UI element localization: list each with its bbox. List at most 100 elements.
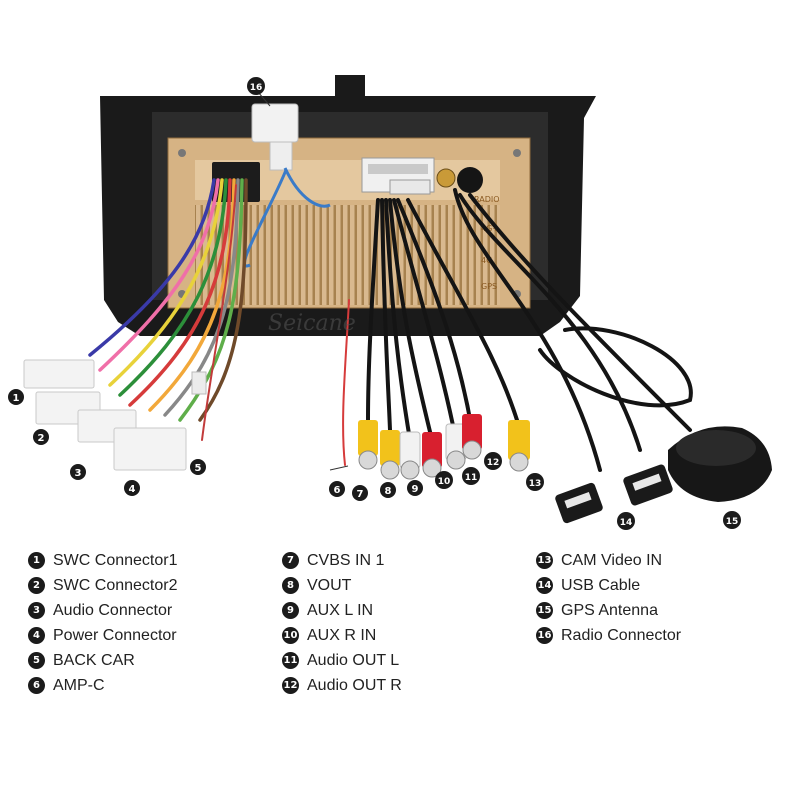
legend-label: AUX L IN xyxy=(307,601,374,619)
power-connector xyxy=(113,427,187,471)
callout-4: 4 xyxy=(124,480,140,496)
legend-item: 2 SWC Connector2 xyxy=(28,573,178,598)
legend-label: Audio Connector xyxy=(53,601,173,619)
main-wire-harness xyxy=(88,178,248,441)
legend-number: 15 xyxy=(536,602,553,619)
legend-column-2: 7 CVBS IN 1 8 VOUT 9 AUX L IN 10 AUX R IN 11… xyxy=(282,548,402,698)
svg-text:9: 9 xyxy=(412,484,419,495)
cvbs-in-1-plug xyxy=(358,420,378,470)
legend-item: 15 GPS Antenna xyxy=(536,598,681,623)
legend-label: Power Connector xyxy=(53,626,177,644)
legend-item: 3 Audio Connector xyxy=(28,598,178,623)
legend-label: SWC Connector2 xyxy=(53,576,178,594)
cam-video-in-plug xyxy=(508,420,530,472)
rca-plugs xyxy=(358,414,530,480)
svg-text:12: 12 xyxy=(487,458,500,468)
callout-8: 8 xyxy=(380,482,396,498)
legend-item: 13 CAM Video IN xyxy=(536,548,681,573)
screw-icon xyxy=(178,149,186,157)
callout-3: 3 xyxy=(70,464,86,480)
usb-cable-plugs xyxy=(555,464,673,524)
svg-text:4: 4 xyxy=(129,484,136,495)
callout-7: 7 xyxy=(352,485,368,501)
callout-16: 16 xyxy=(247,77,265,95)
connector-legend: 1 SWC Connector1 2 SWC Connector2 3 Audio C… xyxy=(0,540,800,710)
callout-10: 10 xyxy=(435,471,453,489)
screw-icon xyxy=(513,149,521,157)
legend-label: AUX R IN xyxy=(307,626,377,644)
legend-number: 6 xyxy=(28,677,45,694)
legend-item: 6 AMP-C xyxy=(28,673,178,698)
head-unit-wiring-photo: RADIO 4G+ 4G GPS xyxy=(8,75,772,530)
legend-number: 12 xyxy=(282,677,299,694)
4g-plus-port-label: 4G+ xyxy=(481,224,499,233)
legend-number: 16 xyxy=(536,627,553,644)
aux-l-in-plug xyxy=(399,431,421,480)
harness-plugs xyxy=(23,359,207,471)
vout-plug xyxy=(380,430,400,480)
legend-label: Audio OUT L xyxy=(307,651,400,669)
callout-12: 12 xyxy=(484,452,502,470)
callout-1: 1 xyxy=(8,389,24,405)
svg-text:13: 13 xyxy=(529,479,542,489)
legend-label: SWC Connector1 xyxy=(53,551,178,569)
legend-number: 9 xyxy=(282,602,299,619)
legend-number: 4 xyxy=(28,627,45,644)
legend-item: 8 VOUT xyxy=(282,573,402,598)
legend-label: USB Cable xyxy=(561,576,641,594)
legend-label: CAM Video IN xyxy=(561,551,663,569)
callout-11: 11 xyxy=(462,467,480,485)
legend-number: 10 xyxy=(282,627,299,644)
gps-port-label: GPS xyxy=(481,282,497,291)
back-car-lead xyxy=(191,371,207,395)
callout-14: 14 xyxy=(617,512,635,530)
legend-item: 10 AUX R IN xyxy=(282,623,402,648)
callout-15: 15 xyxy=(723,511,741,529)
svg-text:2: 2 xyxy=(38,433,45,444)
legend-item: 7 CVBS IN 1 xyxy=(282,548,402,573)
svg-text:6: 6 xyxy=(334,485,341,496)
legend-item: 9 AUX L IN xyxy=(282,598,402,623)
legend-label: Audio OUT R xyxy=(307,676,402,694)
callout-9: 9 xyxy=(407,480,423,496)
legend-item: 14 USB Cable xyxy=(536,573,681,598)
callout-6: 6 xyxy=(329,481,345,497)
legend-label: VOUT xyxy=(307,576,352,594)
legend-number: 1 xyxy=(28,552,45,569)
legend-label: BACK CAR xyxy=(53,651,135,669)
legend-number: 7 xyxy=(282,552,299,569)
swc-connector1 xyxy=(23,359,95,389)
rca-cable-bundle xyxy=(342,188,693,472)
legend-item: 4 Power Connector xyxy=(28,623,178,648)
legend-item: 16 Radio Connector xyxy=(536,623,681,648)
svg-text:16: 16 xyxy=(250,83,263,93)
legend-item: 5 BACK CAR xyxy=(28,648,178,673)
svg-text:1: 1 xyxy=(13,393,20,404)
legend-number: 8 xyxy=(282,577,299,594)
legend-item: 1 SWC Connector1 xyxy=(28,548,178,573)
legend-label: AMP-C xyxy=(53,676,105,694)
gps-antenna xyxy=(668,426,772,502)
legend-label: CVBS IN 1 xyxy=(307,551,385,569)
legend-column-3: 13 CAM Video IN 14 USB Cable 15 GPS Antenna… xyxy=(536,548,681,648)
callout-5: 5 xyxy=(190,459,206,475)
legend-label: Radio Connector xyxy=(561,626,682,644)
legend-number: 13 xyxy=(536,552,553,569)
svg-text:15: 15 xyxy=(726,517,739,527)
svg-text:14: 14 xyxy=(620,518,633,528)
legend-number: 3 xyxy=(28,602,45,619)
svg-text:7: 7 xyxy=(357,489,364,500)
svg-text:10: 10 xyxy=(438,477,451,487)
brand-watermark: Seicane xyxy=(268,311,356,336)
svg-text:3: 3 xyxy=(75,468,82,479)
legend-number: 14 xyxy=(536,577,553,594)
radio-port-label: RADIO xyxy=(474,195,500,204)
legend-number: 2 xyxy=(28,577,45,594)
legend-number: 5 xyxy=(28,652,45,669)
audio-out-r-plug xyxy=(462,414,482,460)
svg-text:11: 11 xyxy=(465,473,478,483)
legend-label: GPS Antenna xyxy=(561,601,658,619)
4g-port-label: 4G xyxy=(481,256,492,265)
radio-antenna-jack xyxy=(436,168,456,188)
